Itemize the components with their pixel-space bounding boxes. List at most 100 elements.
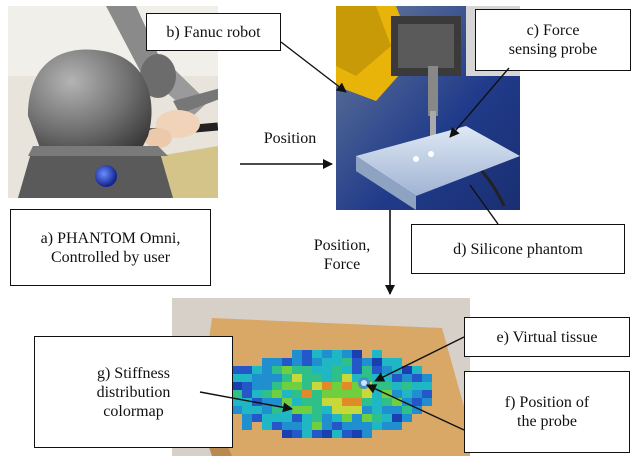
colormap-cell (352, 406, 362, 414)
colormap-cell (422, 398, 432, 406)
colormap-cell (422, 390, 432, 398)
colormap-cell (322, 390, 332, 398)
colormap-cell (232, 406, 242, 414)
colormap-cell (312, 406, 322, 414)
colormap-cell (252, 414, 262, 422)
colormap-cell (242, 382, 252, 390)
colormap-cell (322, 358, 332, 366)
colormap-cell (302, 390, 312, 398)
colormap-cell (292, 358, 302, 366)
colormap-cell (392, 366, 402, 374)
colormap-cell (332, 422, 342, 430)
colormap-cell (322, 366, 332, 374)
colormap-cell (252, 374, 262, 382)
colormap-cell (412, 374, 422, 382)
colormap-cell (242, 390, 252, 398)
colormap-cell (312, 430, 322, 438)
colormap-cell (272, 374, 282, 382)
colormap-cell (352, 358, 362, 366)
colormap-cell (342, 422, 352, 430)
colormap-cell (362, 422, 372, 430)
colormap-cell (322, 398, 332, 406)
colormap-cell (392, 382, 402, 390)
colormap-cell (282, 406, 292, 414)
colormap-cell (302, 406, 312, 414)
colormap-cell (352, 366, 362, 374)
colormap-cell (262, 390, 272, 398)
label-silicone-phantom: d) Silicone phantom (411, 224, 625, 274)
colormap-cell (332, 366, 342, 374)
colormap-cell (272, 366, 282, 374)
colormap-cell (352, 398, 362, 406)
colormap-cell (242, 398, 252, 406)
colormap-cell (262, 358, 272, 366)
colormap-cell (342, 382, 352, 390)
colormap-cell (342, 374, 352, 382)
colormap-cell (382, 406, 392, 414)
colormap-cell (372, 406, 382, 414)
arrow-label-position-force: Position,Force (313, 237, 371, 273)
colormap-cell (282, 398, 292, 406)
colormap-cell (372, 366, 382, 374)
colormap-cell (292, 398, 302, 406)
label-fanuc-robot: b) Fanuc robot (146, 13, 281, 51)
colormap-cell (282, 422, 292, 430)
colormap-cell (332, 398, 342, 406)
colormap-cell (302, 350, 312, 358)
colormap-cell (372, 358, 382, 366)
colormap-cell (292, 374, 302, 382)
colormap-cell (392, 414, 402, 422)
colormap-cell (302, 374, 312, 382)
colormap-cell (332, 374, 342, 382)
colormap-cell (352, 382, 362, 390)
colormap-cell (372, 374, 382, 382)
colormap-cell (252, 398, 262, 406)
colormap-cell (282, 430, 292, 438)
colormap-cell (252, 366, 262, 374)
colormap-cell (382, 414, 392, 422)
colormap-cell (362, 414, 372, 422)
colormap-cell (372, 422, 382, 430)
colormap-cell (242, 406, 252, 414)
colormap-cell (402, 390, 412, 398)
colormap-cell (272, 414, 282, 422)
colormap-cell (362, 398, 372, 406)
colormap-cell (312, 390, 322, 398)
colormap-cell (272, 390, 282, 398)
arrow-label-position: Position (263, 130, 317, 147)
colormap-cell (402, 382, 412, 390)
colormap-cell (302, 366, 312, 374)
colormap-cell (312, 382, 322, 390)
label-phantom-omni: a) PHANTOM Omni,Controlled by user (10, 209, 211, 286)
colormap-cell (402, 366, 412, 374)
colormap-cell (332, 406, 342, 414)
colormap-cell (382, 374, 392, 382)
colormap-cell (292, 390, 302, 398)
colormap-cell (342, 366, 352, 374)
colormap-cell (402, 398, 412, 406)
colormap-cell (242, 374, 252, 382)
colormap-cell (342, 390, 352, 398)
colormap-cell (262, 422, 272, 430)
colormap-cell (292, 430, 302, 438)
colormap-cell (242, 422, 252, 430)
colormap-cell (412, 390, 422, 398)
colormap-cell (232, 390, 242, 398)
colormap-cell (322, 350, 332, 358)
colormap-cell (302, 398, 312, 406)
colormap-cell (312, 398, 322, 406)
colormap-cell (342, 430, 352, 438)
colormap-cell (312, 350, 322, 358)
colormap-cell (292, 382, 302, 390)
colormap-cell (362, 358, 372, 366)
colormap-cell (352, 414, 362, 422)
colormap-cell (362, 366, 372, 374)
colormap-cell (292, 406, 302, 414)
colormap-cell (332, 358, 342, 366)
colormap-cell (322, 406, 332, 414)
colormap-cell (262, 406, 272, 414)
colormap-cell (322, 422, 332, 430)
colormap-cell (322, 374, 332, 382)
